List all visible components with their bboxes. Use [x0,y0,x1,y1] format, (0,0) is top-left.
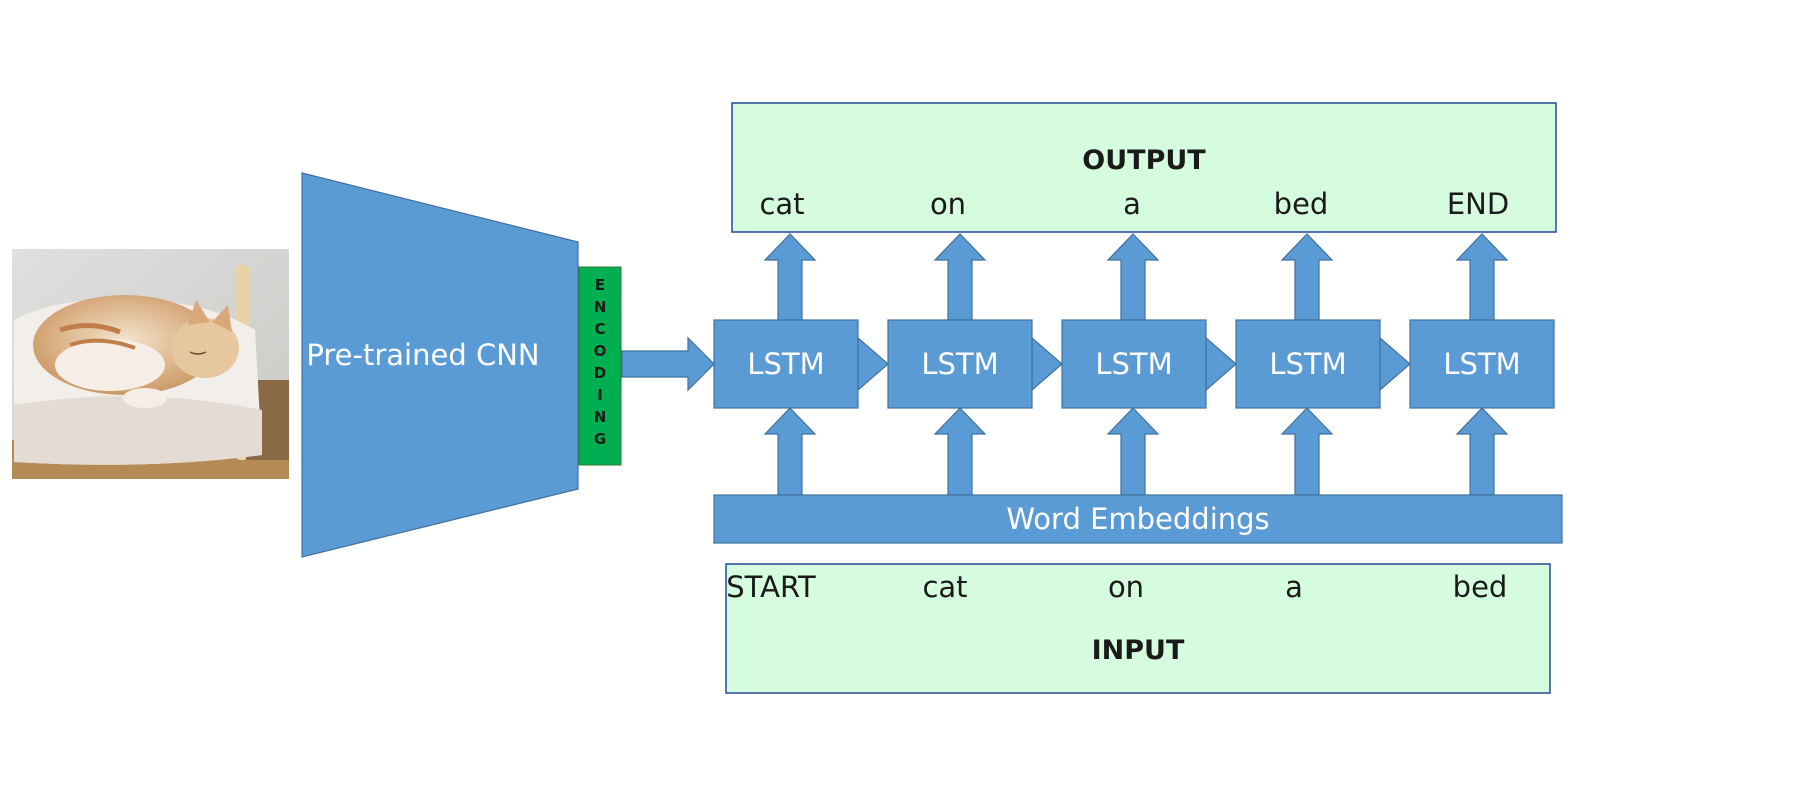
output-word: on [930,187,966,221]
input-word: cat [922,570,967,604]
output-box: OUTPUT cat on a bed END [731,102,1557,233]
word-embeddings-label: Word Embeddings [1006,502,1269,536]
cat-image [12,249,289,479]
output-word: a [1123,187,1141,221]
lstm-cell: LSTM [1061,319,1207,409]
encoding-letter: N [594,408,607,426]
output-word: END [1447,187,1509,221]
input-title: INPUT [1092,635,1185,666]
input-words: START cat on a bed [726,570,1507,604]
embedding-to-lstm-arrow [1106,407,1160,496]
lstm-chain: LSTM LSTM LSTM LSTM LSTM [713,319,1555,409]
lstm-label: LSTM [1443,347,1520,381]
input-word: START [726,570,816,604]
lstm-label: LSTM [1095,347,1172,381]
encoding-letter: G [594,430,606,448]
lstm-to-output-arrow [1106,233,1160,321]
lstm-label: LSTM [747,347,824,381]
input-word: a [1285,570,1303,604]
input-box: START cat on a bed INPUT [725,563,1551,694]
lstm-cell: LSTM [1235,319,1381,409]
cnn-label: Pre-trained CNN [306,338,539,372]
embedding-to-lstm-arrow [1455,407,1509,496]
lstm-to-output-arrow [933,233,987,321]
output-title: OUTPUT [1082,145,1206,176]
lstm-to-output-arrow [1280,233,1334,321]
lstm-to-lstm-arrow [857,336,889,392]
lstm-to-output-arrow [1455,233,1509,321]
lstm-cell: LSTM [887,319,1033,409]
lstm-label: LSTM [921,347,998,381]
output-word: cat [759,187,804,221]
lstm-cell: LSTM [713,319,859,409]
pretrained-cnn-block: Pre-trained CNN [301,172,579,558]
output-word: bed [1274,187,1329,221]
embedding-to-lstm-arrow [763,407,817,496]
word-embeddings-bar: Word Embeddings [713,494,1563,544]
encoding-letter: D [594,364,606,382]
encoding-letter: E [595,276,605,294]
encoding-letter: O [594,342,607,360]
lstm-to-output-arrow [763,233,817,321]
output-words: cat on a bed END [759,187,1509,221]
embedding-to-lstm-arrow [933,407,987,496]
lstm-to-lstm-arrow [1031,336,1063,392]
encoding-letter: I [597,386,603,404]
encoding-to-lstm-arrow [621,336,715,392]
lstm-label: LSTM [1269,347,1346,381]
lstm-to-lstm-arrow [1205,336,1237,392]
input-word: on [1108,570,1144,604]
encoding-letter: N [594,298,607,316]
encoding-letter: C [594,320,605,338]
embedding-to-lstm-arrow [1280,407,1334,496]
input-word: bed [1453,570,1508,604]
lstm-to-lstm-arrow [1379,336,1411,392]
lstm-cell: LSTM [1409,319,1555,409]
